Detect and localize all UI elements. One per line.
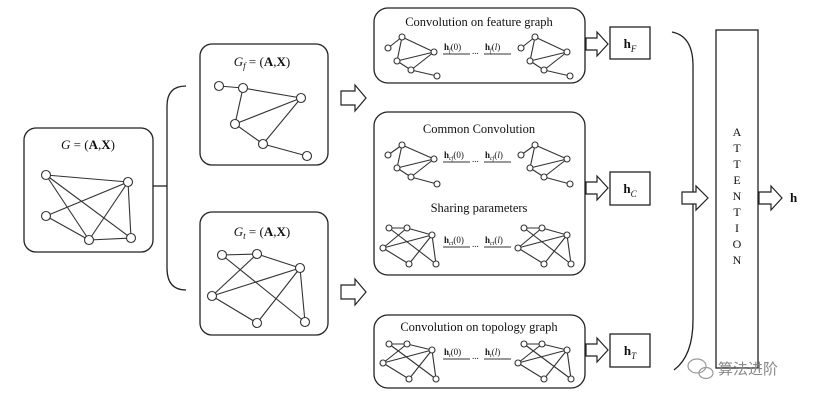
output-hF-box: hF <box>609 26 651 60</box>
common-hcfl-label: hcf(l) <box>485 150 503 162</box>
attention-letter: T <box>733 141 741 155</box>
sharing-parameters-label: Sharing parameters <box>431 201 528 215</box>
common-module-graph-top-right <box>517 141 574 188</box>
topology-module-title: Convolution on topology graph <box>400 320 558 334</box>
input-graph-panel: G = (A,X) <box>23 127 154 253</box>
split-brace <box>153 85 187 291</box>
arrow-feature-to-modules <box>340 83 367 113</box>
output-hC-box: hC <box>609 171 651 206</box>
feature-hl-label: hf(l) <box>485 42 500 54</box>
output-hT-box: hT <box>609 333 651 368</box>
svg-text:hF: hF <box>624 36 637 54</box>
feature-h0-label: hf(0) <box>444 42 461 54</box>
topology-graph-label: Gt = (A,X) <box>234 224 290 241</box>
attention-letter: A <box>733 125 742 139</box>
common-module-graph-top-left <box>384 141 441 188</box>
svg-text:hT: hT <box>624 343 637 361</box>
arrow-topology-to-modules <box>340 277 367 307</box>
attention-letter: T <box>733 205 741 219</box>
input-graph-label: G = (A,X) <box>61 137 115 152</box>
feature-graph-label: Gf = (A,X) <box>234 54 290 71</box>
common-module-graph-bottom-right <box>514 224 575 268</box>
common-hcf0-label: hcf(0) <box>444 150 464 162</box>
topology-h0-label: ht(0) <box>444 347 461 359</box>
attention-letter: E <box>733 173 740 187</box>
attention-letter: N <box>733 253 742 267</box>
svg-text:...: ... <box>472 46 479 56</box>
topology-convolution-module: Convolution on topology graph ht(0) ... … <box>373 314 586 389</box>
arrow-feature-output <box>585 30 609 58</box>
svg-text:hC: hC <box>623 181 637 199</box>
common-convolution-module: Common Convolution hcf(0) ... hcf(l) <box>373 111 586 276</box>
topology-graph-network <box>206 248 311 329</box>
watermark: 算法进阶 <box>687 358 778 380</box>
svg-text:...: ... <box>472 154 479 164</box>
feature-convolution-module: Convolution on feature graph hf(0) ... h… <box>373 7 586 84</box>
common-hct0-label: hct(0) <box>444 235 464 247</box>
topology-hl-label: ht(l) <box>485 347 500 359</box>
topology-graph-panel: Gt = (A,X) <box>199 211 329 336</box>
feature-graph-network <box>213 80 313 162</box>
arrow-topology-output <box>585 336 609 364</box>
topology-module-graph-right <box>514 340 575 383</box>
topology-module-graph-left <box>379 340 440 383</box>
final-output-h: h <box>790 190 798 205</box>
common-hctl-label: hct(l) <box>485 235 503 247</box>
feature-graph-panel: Gf = (A,X) <box>199 43 329 166</box>
attention-letter: I <box>735 221 739 235</box>
input-graph-network <box>40 169 137 246</box>
arrow-to-attention <box>681 184 709 212</box>
feature-module-graph-left <box>384 33 441 80</box>
wechat-icon <box>687 358 714 380</box>
arrow-to-final-output <box>758 184 783 212</box>
common-module-title: Common Convolution <box>423 122 536 136</box>
arrow-common-output <box>585 174 609 202</box>
svg-text:...: ... <box>472 351 479 361</box>
watermark-text: 算法进阶 <box>718 360 778 378</box>
common-module-graph-bottom-left <box>379 224 440 268</box>
svg-text:...: ... <box>472 239 479 249</box>
attention-letter: T <box>733 157 741 171</box>
feature-module-title: Convolution on feature graph <box>405 15 553 29</box>
feature-module-graph-right <box>517 33 574 80</box>
attention-letter: O <box>733 237 742 251</box>
attention-letter: N <box>733 189 742 203</box>
